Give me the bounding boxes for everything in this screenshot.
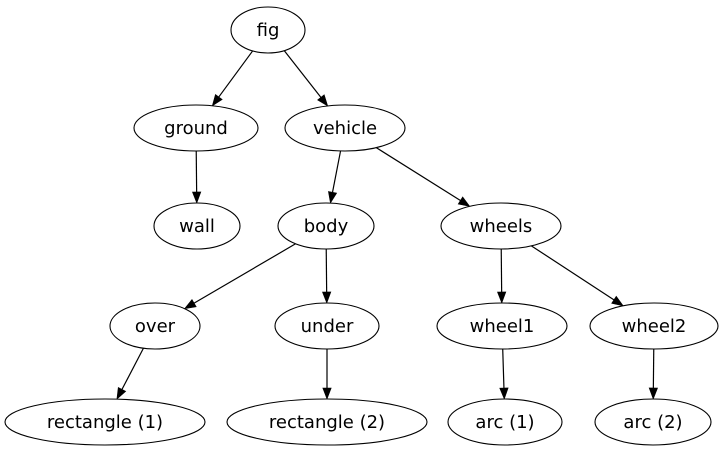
graph-edge (116, 347, 144, 400)
node-ellipse[interactable] (447, 398, 563, 446)
node-ellipse[interactable] (277, 202, 375, 250)
node-ellipse[interactable] (226, 398, 428, 446)
node-ellipse[interactable] (230, 6, 306, 54)
graph-node[interactable]: over (109, 302, 201, 350)
graph-node[interactable]: wheel2 (589, 302, 719, 350)
graph-node[interactable]: ground (133, 104, 259, 152)
graph-node[interactable]: wall (153, 202, 241, 250)
graph-node[interactable]: arc (1) (447, 398, 563, 446)
graph-node[interactable]: wheel1 (436, 302, 568, 350)
graph-node[interactable]: arc (2) (594, 398, 712, 446)
node-ellipse[interactable] (440, 202, 562, 250)
graph-edge (322, 248, 332, 304)
node-ellipse[interactable] (284, 104, 406, 152)
graph-edge (531, 245, 624, 307)
edge-arrowhead-icon (211, 93, 223, 107)
edge-line (218, 50, 254, 98)
graph-edge (499, 348, 509, 400)
graph-edge (497, 248, 507, 304)
node-ellipse[interactable] (274, 302, 380, 350)
edge-line (375, 147, 461, 202)
edge-arrowhead-icon (328, 191, 338, 204)
node-ellipse[interactable] (589, 302, 719, 350)
edge-line (331, 150, 342, 193)
edge-arrowhead-icon (499, 387, 509, 400)
edge-arrowhead-icon (183, 298, 197, 310)
graph-edge (375, 147, 471, 207)
node-ellipse[interactable] (109, 302, 201, 350)
graph-edge (322, 349, 332, 400)
edge-arrowhead-icon (611, 295, 624, 307)
node-ellipse[interactable] (153, 202, 241, 250)
graph-node[interactable]: rectangle (1) (4, 398, 206, 446)
node-layer: fig ground vehicle wall body wheels over under w… (4, 6, 719, 446)
graph-node[interactable]: wheels (440, 202, 562, 250)
graph-node[interactable]: vehicle (284, 104, 406, 152)
graph-edge (648, 348, 658, 400)
graph-edge (283, 50, 329, 107)
edge-layer (116, 50, 658, 400)
edge-arrowhead-icon (322, 387, 332, 400)
edge-line (283, 50, 322, 98)
node-ellipse[interactable] (133, 104, 259, 152)
edge-arrowhead-icon (648, 387, 658, 400)
edge-arrowhead-icon (192, 191, 202, 204)
graph-node[interactable]: body (277, 202, 375, 250)
edge-arrowhead-icon (457, 196, 471, 207)
edge-arrowhead-icon (116, 387, 127, 400)
edge-line (502, 348, 505, 389)
edge-line (121, 347, 144, 390)
node-ellipse[interactable] (436, 302, 568, 350)
edge-arrowhead-icon (317, 94, 329, 107)
graph-edge (211, 50, 254, 107)
edge-arrowhead-icon (322, 291, 332, 304)
graph-node[interactable]: under (274, 302, 380, 350)
graph-node[interactable]: fig (230, 6, 306, 54)
edge-arrowhead-icon (497, 291, 507, 304)
edge-line (531, 245, 615, 301)
node-ellipse[interactable] (4, 398, 206, 446)
graph-edge (192, 150, 202, 204)
graph-edge (183, 243, 296, 310)
node-ellipse[interactable] (594, 398, 712, 446)
edge-line (193, 243, 296, 304)
graph-node[interactable]: rectangle (2) (226, 398, 428, 446)
graph-edge (328, 150, 342, 204)
